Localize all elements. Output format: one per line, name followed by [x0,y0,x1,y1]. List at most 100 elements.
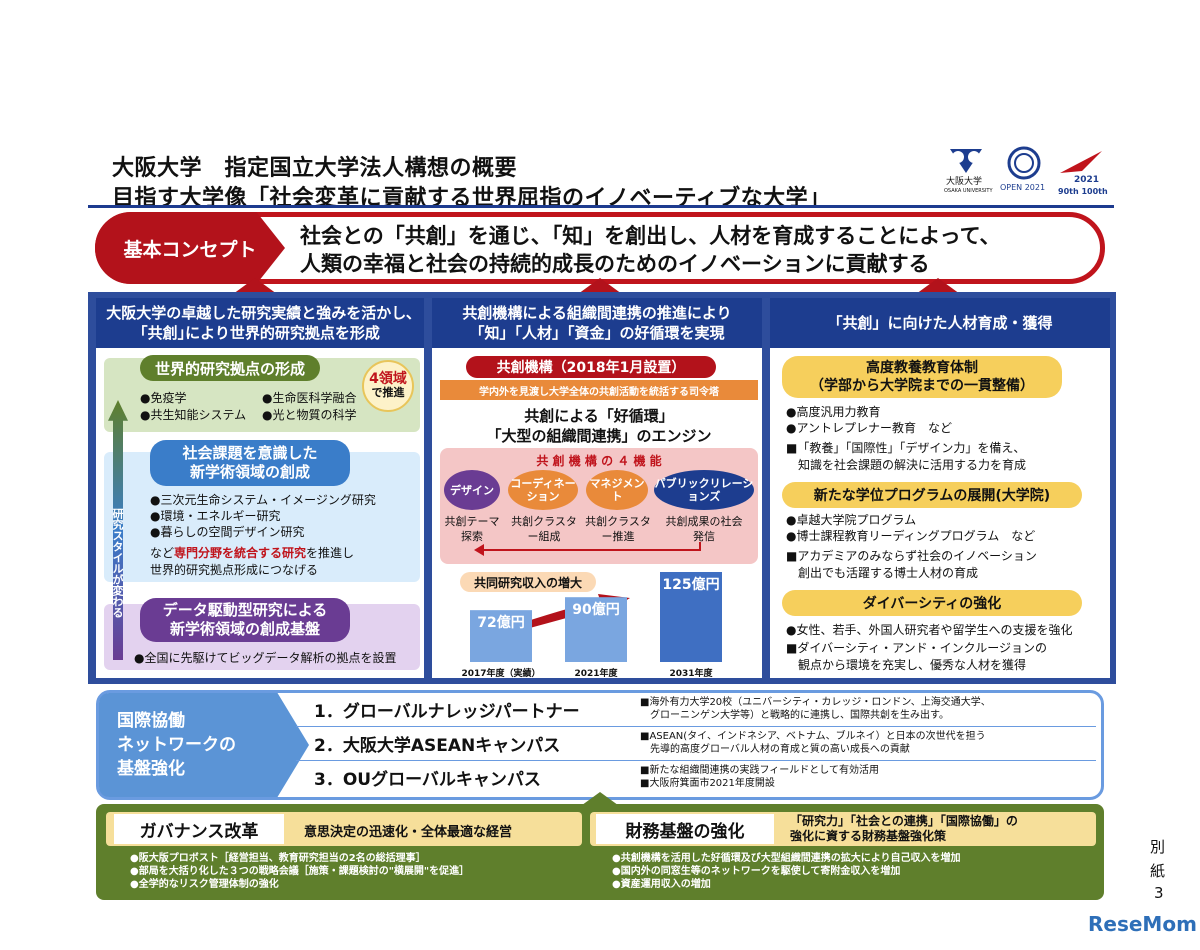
resemom-watermark: ReseMom [1088,912,1197,936]
concept-label: 基本コンセプト [95,212,285,284]
field-item: ●環境・エネルギー研究 [150,509,281,523]
talent-note: ■「教養」「国際性」「デザイン力」を備え、 [786,441,1026,455]
page-title: 大阪大学 指定国立大学法人構想の概要 [112,156,518,181]
engine-text: 共創による「好循環」 「大型の組織間連携」のエンジン [440,406,758,446]
intl-desc-line: ■新たな組織間連携の実践フィールドとして有効活用 [640,765,879,776]
diversity-title: ダイバーシティの強化 [782,590,1082,616]
fin-sub: 「研究力」「社会との連携」「国際協働」の 強化に資する財務基盤強化策 [790,814,1018,844]
intl-row-desc: ■ASEAN(タイ、インドネシア、ベトナム、ブルネイ）と日本の次世代を担う 先導… [640,730,986,756]
data-driven-title-2: 新学術領域の創成基盤 [169,620,320,638]
talent-note: 観点から環境を充実し、優秀な人材を獲得 [786,658,1027,672]
income-value-label: 72億円 [477,614,524,631]
badge-line-2: で推進 [371,386,405,399]
new-field-title-2: 新学術領域の創成 [189,463,310,481]
side-label: 紙 [1150,862,1166,880]
income-bar [470,610,532,662]
pillar-research-heading: 大阪大学の卓越した研究実績と強みを活かし､｢共創｣により世界的研究拠点を形成 [96,298,424,348]
talent-item: ●博士課程教育リーディングプログラム など [786,529,1036,543]
function-public-relations: パブリックリレーションズ [654,470,754,510]
side-label: 別 [1150,838,1166,856]
field-note-pre: など [150,546,175,560]
domain-item: ●生命医科学融合 [262,391,357,405]
fin-items: ●共創機構を活用した好循環及び大型組織間連携の拡大により自己収入を増加 ●国内外… [612,852,961,891]
intl-desc-line: グローニンゲン大学等）と戦略的に連携し、国際共創を生み出す。 [640,710,949,721]
talent-note: ■ダイバーシティ・アンド・インクルージョンの [786,641,1048,655]
function-desc: 共創テーマ探索 [444,515,500,543]
new-field-title: 社会課題を意識した 新学術領域の創成 [150,440,350,486]
up-arrow-1 [233,278,277,294]
side-label: 3 [1154,884,1164,902]
data-driven-item: ●全国に先駆けてビッグデータ解析の拠点を設置 [134,651,397,665]
income-value-label: 125億円 [662,576,719,593]
up-arrow-3 [916,278,960,294]
gov-label: ガバナンス改革 [114,814,284,844]
domain-item: ●免疫学 [140,391,187,405]
talent-item: ●卓越大学院プログラム [786,513,917,527]
cocreation-heading-2: 「知」「人材」「資金」の好循環を実現 [469,324,725,342]
up-arrow-2 [578,278,622,294]
functions-title: 共 創 機 構 の ４ 機 能 [536,454,662,468]
fin-item: ●共創機構を活用した好循環及び大型組織間連携の拡大により自己収入を増加 [612,853,961,864]
logo-icons [950,146,1102,180]
talent-item: ●女性、若手、外国人研究者や留学生への支援を強化 [786,623,1073,637]
function-design: デザイン [444,470,500,510]
data-driven-title: データ駆動型研究による 新学術領域の創成基盤 [140,598,350,642]
income-bar [660,572,722,662]
liberal-arts-title-2: （学部から大学院までの一貫整備） [810,378,1034,394]
concept-text: 社会との「共創」を通じ、「知」を創出し、人材を育成することによって、 人類の幸福… [300,222,1001,278]
field-item: ●暮らしの空間デザイン研究 [150,525,305,539]
talent-note: 知識を社会課題の解決に活用する力を育成 [786,458,1027,472]
four-domains-badge: 4領域で推進 [362,360,414,412]
cocreation-heading-1: 共創機構による組織間連携の推進により [462,304,732,322]
research-style-label: 研究スタイルが変わる [111,508,124,618]
field-note-post: を推進し [306,546,355,560]
domain-item: ●共生知能システム [140,408,247,422]
intl-divider [296,760,1096,761]
function-desc: 共創成果の社会発信 [665,515,743,543]
intl-desc-line: ■海外有力大学20校（ユニバーシティ・カレッジ・ロンドン、上海交通大学、 [640,697,991,708]
talent-item: ●アントレプレナー教育 など [786,421,952,435]
income-bar [565,597,627,662]
research-style-arrow [108,400,128,660]
function-desc: 共創クラスター推進 [585,515,651,543]
logo-open: OPEN 2021 [1000,183,1046,192]
function-coordination: コーディネーション [508,470,578,510]
new-field-title-1: 社会課題を意識した [182,444,318,462]
osaka-univ-logo [950,149,982,173]
logo-univ-en: OSAKA UNIVERSITY [944,188,993,194]
research-hub-title: 世界的研究拠点の形成 [140,355,320,381]
intl-label-3: 基盤強化 [117,759,185,779]
intl-row-name: 2．大阪大学ASEANキャンパス [314,736,561,756]
income-category-label: 2021年度 [574,667,618,679]
fin-item: ●資産運用収入の増加 [612,879,711,890]
gov-item: ●阪大版プロボスト［経営担当、教育研究担当の2名の総括理事］ [130,853,426,864]
intl-divider [296,726,1096,727]
engine-line-1: 共創による「好循環」 [524,407,674,425]
domain-item: ●光と物質の科学 [262,408,357,422]
intl-desc-line: ■大阪府箕面市2021年度開設 [640,778,775,789]
intl-row-desc: ■海外有力大学20校（ユニバーシティ・カレッジ・ロンドン、上海交通大学、 グロー… [640,696,991,722]
pillar-cocreation-heading: 共創機構による組織間連携の推進により 「知」「人材」「資金」の好循環を実現 [432,298,762,348]
logo-univ-name: 大阪大学 [946,177,983,187]
open-2021-emblem [1007,146,1041,180]
pillar-talent-heading: 「共創」に向けた人材育成・獲得 [770,298,1110,348]
field-note-line2: 世界的研究拠点形成につなげる [150,563,319,577]
gov-item: ●部局を大括り化した３つの戦略会議［施策・課題検討の"横展開"を促進］ [130,866,470,877]
title-divider [88,205,1114,208]
field-item: ●三次元生命システム・イメージング研究 [150,493,376,507]
talent-note: ■アカデミアのみならず社会のイノベーション [786,549,1037,563]
fin-sub-line: 強化に資する財務基盤強化策 [790,829,947,843]
data-driven-title-1: データ駆動型研究による [162,601,328,619]
field-note: など専門分野を統合する研究を推進し [150,545,354,561]
org-subtitle: 学内外を見渡し大学全体の共創活動を統括する司令塔 [440,380,758,400]
intl-row-name: 1．グローバルナレッジパートナー [314,702,580,722]
intl-label-2: ネットワークの [117,735,236,755]
income-title: 共同研究収入の増大 [460,572,596,592]
intl-row-name: 3．OUグローバルキャンパス [314,770,541,790]
intl-desc-line: 先導的高度グローバル人材の育成と質の高い成長への貢献 [640,744,910,755]
talent-note: 創出でも活躍する博士人材の育成 [786,566,979,580]
logo-year: 2021 [1074,175,1100,185]
cycle-arrow [474,542,701,556]
concept-line-1: 社会との「共創」を通じ、「知」を創出し、人材を育成することによって、 [300,224,1001,248]
